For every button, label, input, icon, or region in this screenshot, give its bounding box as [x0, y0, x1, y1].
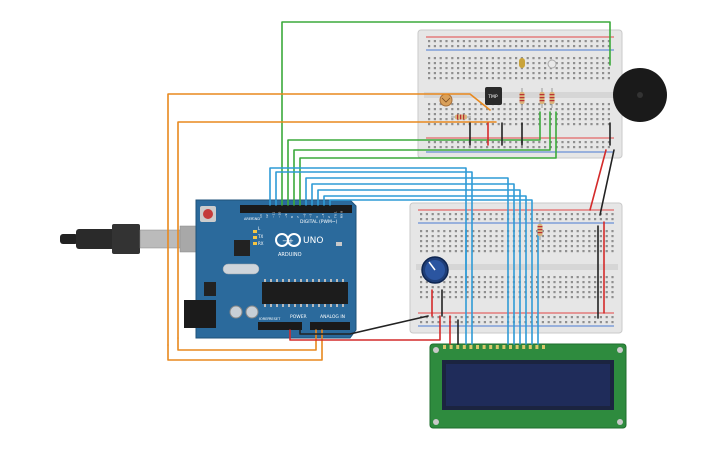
digital-pin-label: ~3 — [321, 213, 325, 218]
resistor-led-2 — [539, 88, 545, 108]
wire-blue-lcd-5[interactable] — [317, 189, 521, 345]
arduino-uno-board: −+ ARDUINO UNO DIGITAL (PWM~) POWER ANAL… — [184, 199, 357, 339]
resistor-ldr — [451, 114, 471, 120]
digital-pin-label: 12 — [265, 214, 269, 218]
lcd-screen — [446, 364, 610, 406]
wire-black-gnd[interactable] — [299, 315, 429, 335]
atmega-chip — [262, 282, 348, 304]
wire-orange-sensor[interactable] — [167, 93, 491, 346]
led-tx-label: TX — [257, 234, 263, 239]
resistor-lcd-backlight — [537, 220, 543, 240]
wire-red-5v[interactable] — [289, 315, 441, 341]
aref-label: AREF — [244, 217, 253, 221]
arduino-logo: −+ — [275, 233, 301, 247]
temperature-sensor: TMP — [485, 87, 502, 105]
analog-pin-header[interactable] — [310, 322, 350, 330]
digital-pin-label: ~9 — [284, 213, 288, 218]
wire-blue-lcd-2[interactable] — [275, 171, 473, 345]
wire-blue-lcd-3[interactable] — [305, 177, 509, 345]
wire-orange-a0[interactable] — [167, 329, 323, 361]
ioref-label: IOREF — [259, 317, 269, 321]
wire-green-led-3[interactable] — [299, 111, 557, 206]
digital-pin-label: 4 — [315, 216, 319, 218]
power-header-label: POWER — [290, 314, 307, 320]
digital-pin-label: 8 — [290, 216, 294, 218]
reset-label: RESET — [269, 317, 281, 321]
led-l-label: L — [258, 226, 261, 231]
potentiometer[interactable] — [421, 256, 449, 284]
led-yellow — [519, 58, 525, 68]
digital-pin-label: 2 — [327, 216, 331, 218]
digital-pin-label: ~10 — [278, 212, 282, 218]
arduino-brand: ARDUINO — [278, 252, 302, 258]
gnd-label: GND — [252, 217, 260, 221]
wire-orange-ldr[interactable] — [177, 121, 497, 339]
wire-black-rail-jumper[interactable] — [599, 149, 615, 216]
digital-pin-label: ~11 — [271, 212, 275, 218]
usb-cable — [60, 224, 197, 254]
digital-pin-label: ~6 — [302, 213, 306, 218]
analog-header-label: ANALOG IN — [320, 314, 345, 320]
breadboard-bottom — [409, 202, 623, 334]
power-pin-header[interactable] — [258, 322, 302, 330]
usb-interface-chip — [234, 240, 250, 256]
crystal — [222, 263, 260, 275]
photoresistor — [439, 93, 453, 107]
digital-pin-label: 13 — [259, 214, 263, 218]
digital-header-label: DIGITAL (PWM~) — [300, 219, 338, 225]
wire-green-buzzer[interactable] — [281, 21, 611, 206]
led-rx-label: RX — [258, 241, 264, 246]
lcd-16x2-module — [429, 343, 627, 429]
temperature-sensor-label: TMP — [487, 94, 498, 100]
resistor-led-3 — [549, 88, 555, 108]
wire-blue-lcd-7[interactable] — [329, 199, 533, 345]
power-jack — [184, 300, 216, 328]
led-clear — [547, 59, 557, 69]
wire-green-led-2[interactable] — [293, 111, 551, 206]
wire-red-rail-jumper[interactable] — [589, 149, 607, 211]
digital-pin-label: 7 — [296, 216, 300, 218]
piezo-buzzer — [613, 68, 667, 122]
svg-text:−+: −+ — [282, 237, 294, 245]
wire-blue-lcd-4[interactable] — [311, 183, 515, 345]
wire-blue-lcd-6[interactable] — [323, 195, 527, 345]
digital-pin-label: RX 0 — [340, 211, 344, 218]
digital-pin-label: ~5 — [309, 213, 313, 218]
digital-pin-header[interactable] — [240, 205, 352, 213]
resistor-led-1 — [519, 88, 525, 108]
arduino-model: UNO — [303, 236, 323, 246]
digital-pin-label: TX 1 — [333, 211, 337, 219]
